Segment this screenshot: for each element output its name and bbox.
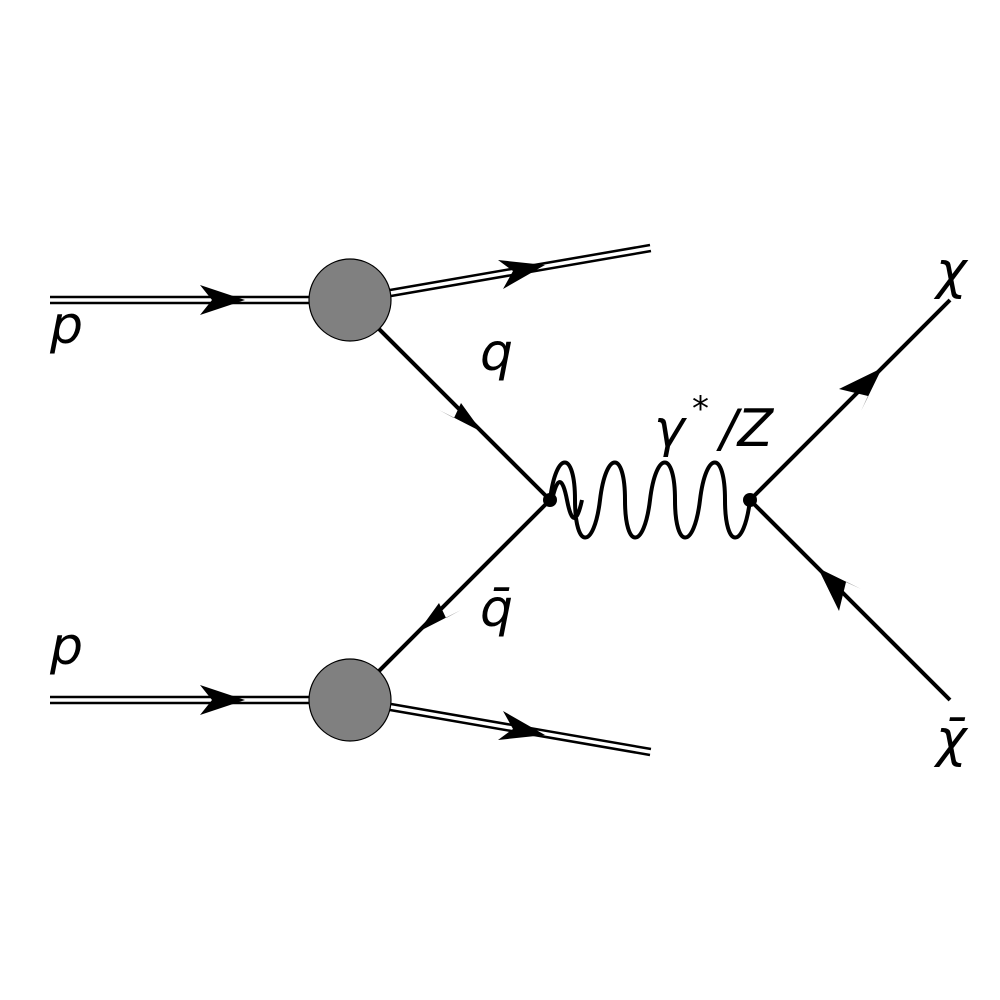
boson-label-superscript: * — [692, 389, 709, 429]
quark-line — [348, 298, 552, 502]
bottom-remnant-arrow — [498, 711, 545, 740]
top-pdf-blob — [308, 258, 392, 342]
bottom-pdf-blob — [308, 658, 392, 742]
boson-label-symbol: γ — [654, 399, 688, 459]
chi-arrow — [839, 368, 882, 411]
proton-label-top: p — [49, 296, 83, 356]
top-remnant-line — [389, 243, 652, 298]
quark-label: q — [480, 323, 513, 383]
chi-line — [748, 298, 952, 502]
boson-propagator — [548, 460, 752, 540]
top-proton-arrow — [200, 285, 245, 315]
proton-label-bottom: p — [49, 617, 83, 677]
top-proton-line — [50, 285, 312, 315]
quark-arrow — [439, 403, 482, 432]
boson-label-suffix: /Z — [716, 399, 775, 459]
top-remnant-arrow — [498, 260, 545, 289]
chibar-label: χ̄ — [933, 709, 969, 769]
left-vertex — [543, 493, 557, 507]
chibar-line — [748, 498, 952, 702]
chi-label: χ — [933, 241, 969, 301]
bottom-proton-arrow — [200, 685, 245, 715]
chibar-arrow — [818, 568, 861, 611]
antiquark-line — [348, 498, 552, 702]
antiquark-label: q̄ — [480, 579, 513, 639]
antiquark-arrow — [418, 603, 461, 632]
bottom-remnant-line — [389, 702, 652, 757]
right-vertex — [743, 493, 757, 507]
bottom-proton-line — [50, 685, 312, 715]
